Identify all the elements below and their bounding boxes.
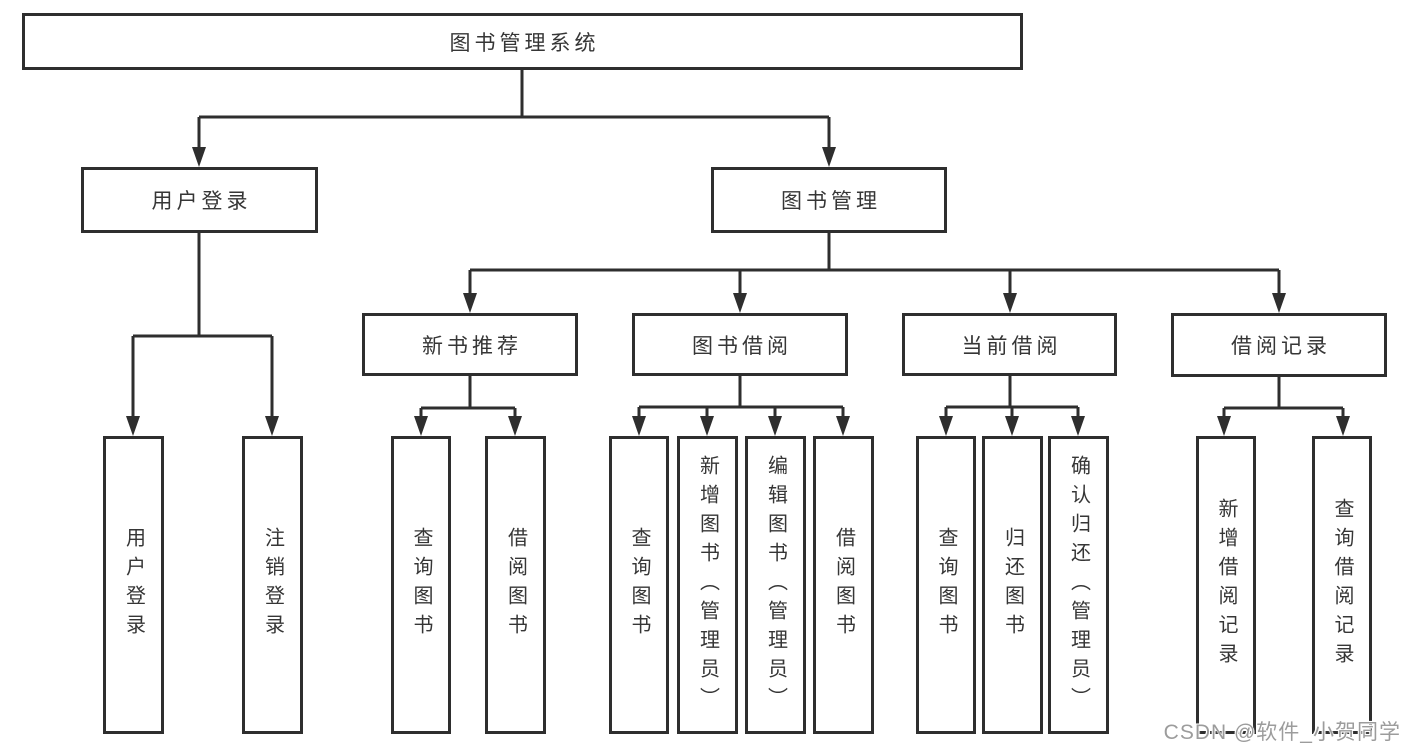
node-new-book-recommendation: 新书推荐 [362,313,578,376]
leaf-rec-query-books: 查询图书 [391,436,451,734]
arrowhead [414,416,428,436]
arrowhead [126,416,140,436]
connector-userlogin-split [131,334,274,420]
node-current-borrowing-label: 当前借阅 [961,334,1062,358]
connector-rec-split [419,406,517,420]
arrowhead [632,416,646,436]
arrowhead [1003,293,1017,313]
arrowhead [1005,416,1019,436]
connector-bookmgmt-split [468,268,1281,297]
leaf-user-login: 用户登录 [103,436,164,734]
leaf-br-add-record-label: 新增借阅记录 [1215,498,1237,672]
arrowhead [836,416,850,436]
leaf-br-query-record-label: 查询借阅记录 [1331,498,1353,672]
arrowhead [1272,293,1286,313]
arrowhead [1217,416,1231,436]
connector-br-split [1222,406,1345,420]
leaf-br-add-record: 新增借阅记录 [1196,436,1256,734]
leaf-user-login-label: 用户登录 [122,527,145,643]
node-book-management: 图书管理 [711,167,947,233]
node-new-book-recommendation-label: 新书推荐 [422,334,522,358]
arrowhead [508,416,522,436]
node-book-management-label: 图书管理 [781,190,881,213]
arrowhead [1071,416,1085,436]
leaf-logout-label: 注销登录 [261,527,284,643]
arrowhead [733,293,747,313]
node-user-login-label: 用户登录 [151,190,252,213]
csdn-watermark: CSDN @软件_小贺同学 [1163,721,1401,744]
leaf-cb-query-books-label: 查询图书 [935,527,957,643]
arrowhead [1336,416,1350,436]
arrowheads [126,147,1350,436]
leaf-bb-borrow-books: 借阅图书 [813,436,874,734]
node-current-borrowing: 当前借阅 [902,313,1117,376]
leaf-bb-edit-books-admin: 编辑图书（管理员） [745,436,806,734]
leaf-cb-return-books-label: 归还图书 [1001,527,1024,643]
node-root: 图书管理系统 [22,13,1023,70]
connector-paths [131,69,1345,420]
leaf-cb-return-books: 归还图书 [982,436,1043,734]
arrowhead [700,416,714,436]
leaf-rec-borrow-books: 借阅图书 [485,436,546,734]
connector-root-split [197,115,831,151]
arrowhead [939,416,953,436]
arrowhead [192,147,206,167]
leaf-bb-query-books-label: 查询图书 [628,527,650,643]
node-borrowing-records: 借阅记录 [1171,313,1387,377]
node-user-login: 用户登录 [81,167,318,233]
leaf-br-query-record: 查询借阅记录 [1312,436,1372,734]
leaf-bb-edit-books-admin-label: 编辑图书（管理员） [764,454,787,716]
leaf-bb-add-books-admin: 新增图书（管理员） [677,436,738,734]
arrowhead [822,147,836,167]
leaf-rec-query-books-label: 查询图书 [410,527,432,643]
leaf-cb-confirm-return-admin: 确认归还（管理员） [1048,436,1109,734]
node-root-label: 图书管理系统 [449,31,600,55]
connector-cb-split [944,405,1080,420]
leaf-logout: 注销登录 [242,436,303,734]
arrowhead [463,293,477,313]
arrowhead [768,416,782,436]
leaf-cb-query-books: 查询图书 [916,436,976,734]
leaf-bb-add-books-admin-label: 新增图书（管理员） [696,454,719,716]
node-book-borrowing: 图书借阅 [632,313,848,376]
connector-bb-split [637,405,845,420]
arrowhead [265,416,279,436]
leaf-bb-query-books: 查询图书 [609,436,669,734]
leaf-cb-confirm-return-admin-label: 确认归还（管理员） [1067,454,1090,716]
node-book-borrowing-label: 图书借阅 [692,334,792,358]
leaf-bb-borrow-books-label: 借阅图书 [832,527,855,643]
node-borrowing-records-label: 借阅记录 [1231,335,1331,358]
leaf-rec-borrow-books-label: 借阅图书 [504,527,527,643]
